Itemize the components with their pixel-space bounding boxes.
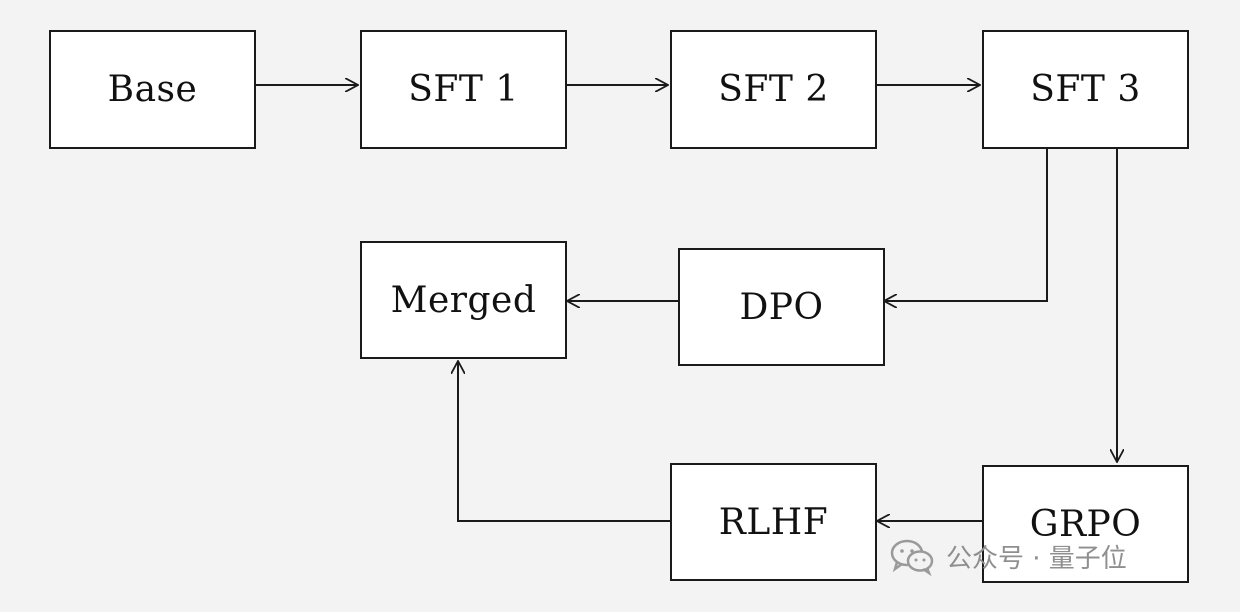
node-sft1-label: SFT 1 bbox=[408, 69, 519, 110]
node-base-label: Base bbox=[107, 69, 198, 110]
node-rlhf: RLHF bbox=[670, 463, 877, 581]
node-sft3-label: SFT 3 bbox=[1030, 69, 1141, 110]
node-sft2-label: SFT 2 bbox=[718, 69, 829, 110]
node-base: Base bbox=[49, 30, 256, 149]
node-dpo: DPO bbox=[678, 248, 885, 366]
watermark-text: 公众号 · 量子位 bbox=[946, 543, 1127, 574]
node-grpo-label: GRPO bbox=[1029, 503, 1142, 545]
node-sft1: SFT 1 bbox=[360, 30, 567, 149]
node-sft2: SFT 2 bbox=[670, 30, 877, 149]
node-sft3: SFT 3 bbox=[982, 30, 1189, 149]
node-dpo-label: DPO bbox=[739, 286, 824, 328]
node-rlhf-label: RLHF bbox=[718, 501, 829, 543]
edge-sft3-dpo bbox=[884, 148, 1048, 301]
wechat-icon bbox=[890, 539, 934, 576]
node-merged-label: Merged bbox=[390, 279, 537, 321]
node-grpo: GRPO bbox=[982, 465, 1189, 583]
node-merged: Merged bbox=[360, 241, 567, 359]
edge-rlhf-merged bbox=[458, 361, 670, 522]
watermark: 公众号 · 量子位 bbox=[888, 536, 1127, 576]
